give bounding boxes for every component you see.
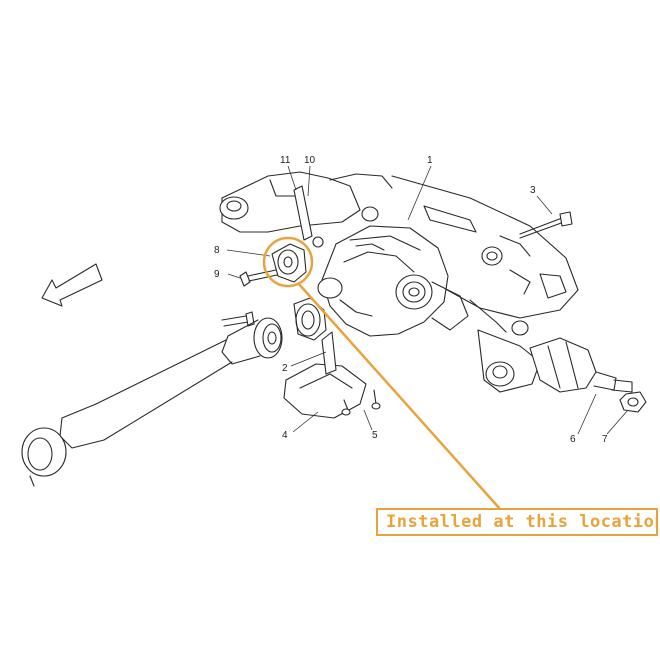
part-number-10: 10 (304, 155, 316, 166)
callout-label: Installed at this location (386, 512, 658, 532)
propeller-shaft (21, 317, 283, 487)
part-number-5: 5 (372, 430, 378, 441)
part-number-1: 1 (427, 155, 433, 166)
part-number-3: 3 (530, 185, 536, 196)
axle-nut (619, 391, 647, 413)
pinion-flange (293, 297, 327, 341)
part-number-9: 9 (214, 269, 220, 280)
part-number-11: 11 (280, 155, 291, 166)
part-number-2: 2 (282, 363, 288, 374)
bolt-9 (239, 269, 278, 287)
bolts-5 (341, 389, 381, 416)
support-bracket (321, 331, 337, 375)
bracket (293, 185, 324, 248)
front-direction-arrow-icon (41, 263, 103, 307)
callout-leader-line (297, 282, 501, 510)
part-number-4: 4 (282, 430, 288, 441)
part-number-6: 6 (570, 434, 576, 445)
rear-differential (317, 225, 469, 337)
mount-bushing (271, 243, 307, 283)
axle-shaft (529, 337, 633, 393)
part-number-8: 8 (214, 245, 220, 256)
part-number-7: 7 (602, 434, 608, 445)
callout-box: Installed at this location (376, 508, 658, 536)
highlight-circle (262, 236, 314, 288)
shield-plate (283, 363, 367, 419)
stud (221, 311, 255, 327)
bolt-3 (519, 211, 573, 239)
